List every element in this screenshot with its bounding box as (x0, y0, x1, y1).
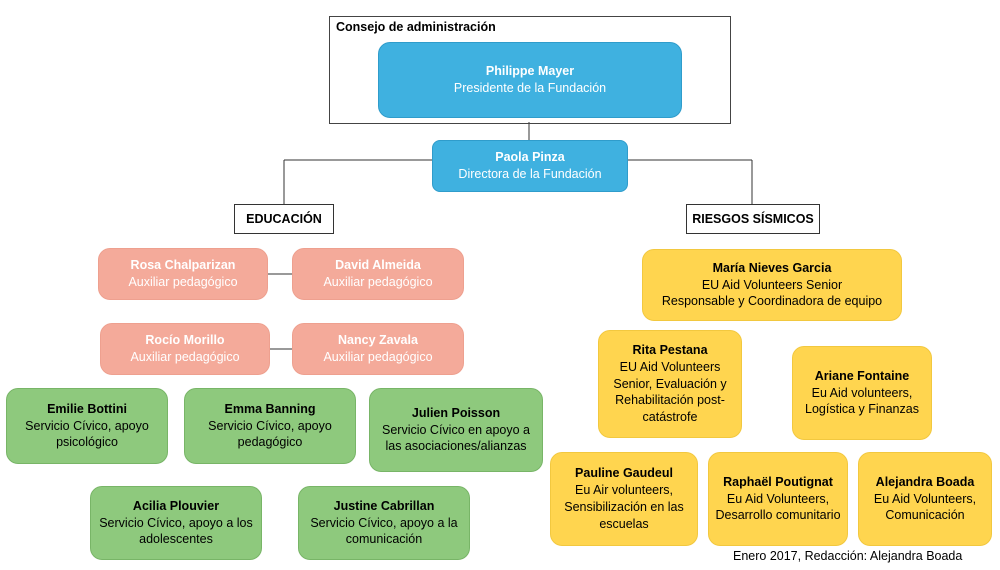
board-frame (329, 16, 731, 124)
director-node: Paola Pinza Directora de la Fundación (432, 140, 628, 192)
seismic-name: Raphaël Poutignat (723, 474, 833, 489)
staff-name: Nancy Zavala (338, 333, 418, 348)
staff-role: Auxiliar pedagógico (130, 350, 240, 364)
civic-name: Emilie Bottini (47, 401, 127, 416)
staff-role: Auxiliar pedagógico (128, 275, 238, 289)
seismic-name: Ariane Fontaine (814, 368, 910, 383)
civic-role: Servicio Cívico en apoyo a las asociacio… (382, 422, 530, 454)
seismic-lead-node: María Nieves Garcia EU Aid Volunteers Se… (642, 249, 902, 321)
seismic-staff-node: Ariane Fontaine Eu Aid volunteers, Logís… (792, 346, 932, 440)
footer-credit: Enero 2017, Redacción: Alejandra Boada (733, 549, 963, 563)
seismic-staff-node: Raphaël Poutignat Eu Aid Volunteers, Des… (708, 452, 848, 546)
seismic-name: Pauline Gaudeul (575, 466, 673, 481)
civic-name: Acilia Plouvier (132, 498, 220, 513)
lead-role: EU Aid Volunteers Senior (701, 277, 843, 292)
civic-role: Servicio Cívico, apoyo psicológico (25, 418, 149, 450)
civic-name: Emma Banning (224, 401, 316, 416)
seismic-role: Eu Aid Volunteers, Comunicación (873, 491, 977, 523)
seismic-staff-node: Pauline Gaudeul Eu Air volunteers, Sensi… (550, 452, 698, 546)
director-role: Directora de la Fundación (458, 167, 602, 181)
seismic-staff-node: Rita Pestana EU Aid Volunteers Senior, E… (598, 330, 742, 438)
seismic-name: Rita Pestana (632, 342, 708, 357)
education-staff-node: Nancy Zavala Auxiliar pedagógico (292, 323, 464, 375)
lead-role-detail: Responsable y Coordinadora de equipo (661, 294, 883, 309)
education-staff-node: David Almeida Auxiliar pedagógico (292, 248, 464, 300)
education-staff-node: Rosa Chalparizan Auxiliar pedagógico (98, 248, 268, 300)
civic-service-node: Emilie Bottini Servicio Cívico, apoyo ps… (6, 388, 168, 464)
president-node: Philippe Mayer Presidente de la Fundació… (378, 42, 682, 118)
seismic-role: EU Aid Volunteers Senior, Evaluación y R… (613, 359, 727, 425)
education-staff-node: Rocío Morillo Auxiliar pedagógico (100, 323, 270, 375)
board-title: Consejo de administración (336, 20, 496, 34)
civic-service-node: Emma Banning Servicio Cívico, apoyo peda… (184, 388, 356, 464)
civic-service-node: Julien Poisson Servicio Cívico en apoyo … (369, 388, 543, 472)
staff-role: Auxiliar pedagógico (323, 350, 433, 364)
civic-service-node: Acilia Plouvier Servicio Cívico, apoyo a… (90, 486, 262, 560)
director-name: Paola Pinza (495, 150, 565, 165)
seismic-staff-node: Alejandra Boada Eu Aid Volunteers, Comun… (858, 452, 992, 546)
education-header: EDUCACIÓN (234, 204, 334, 234)
president-name: Philippe Mayer (485, 64, 575, 79)
seismic-role: Eu Air volunteers, Sensibilización en la… (564, 483, 684, 531)
staff-name: Rocío Morillo (145, 333, 225, 348)
president-role: Presidente de la Fundación (453, 81, 607, 95)
staff-name: Rosa Chalparizan (130, 258, 236, 273)
civic-name: Julien Poisson (411, 405, 501, 420)
lead-name: María Nieves Garcia (712, 260, 832, 275)
civic-role: Servicio Cívico, apoyo pedagógico (208, 418, 332, 450)
staff-name: David Almeida (335, 258, 421, 273)
civic-service-node: Justine Cabrillan Servicio Cívico, apoyo… (298, 486, 470, 560)
staff-role: Auxiliar pedagógico (323, 275, 433, 289)
seismic-role: Eu Aid Volunteers, Desarrollo comunitari… (715, 491, 841, 523)
civic-role: Servicio Cívico, apoyo a la comunicación (310, 515, 458, 547)
civic-role: Servicio Cívico, apoyo a los adolescente… (99, 515, 253, 547)
seismic-name: Alejandra Boada (875, 474, 975, 489)
civic-name: Justine Cabrillan (333, 498, 435, 513)
seismic-header: RIESGOS SÍSMICOS (686, 204, 820, 234)
seismic-role: Eu Aid volunteers, Logística y Finanzas (805, 385, 919, 417)
